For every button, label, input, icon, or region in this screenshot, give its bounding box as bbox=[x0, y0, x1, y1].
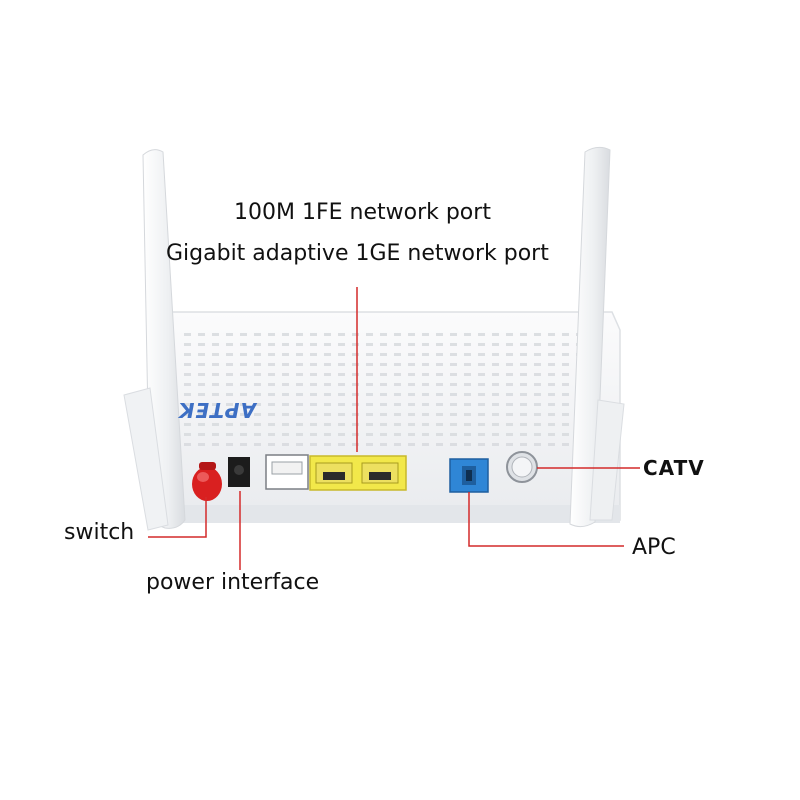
brand-logo: APTEK bbox=[178, 398, 256, 422]
catv-connector bbox=[506, 451, 538, 483]
switch-label: switch bbox=[64, 520, 135, 545]
catv-label: CATV bbox=[643, 456, 705, 480]
apc-port bbox=[449, 458, 489, 493]
power-interface-label: power interface bbox=[146, 570, 320, 595]
pointer-lines bbox=[148, 287, 640, 570]
power-jack bbox=[228, 457, 250, 487]
apc-label: APC bbox=[632, 535, 676, 560]
switch-pointer bbox=[148, 497, 207, 538]
apc-pointer bbox=[468, 492, 624, 547]
ethernet-port-group bbox=[309, 455, 407, 491]
fe-port-label: 100M 1FE network port bbox=[234, 200, 491, 225]
ge-port-label: Gigabit adaptive 1GE network port bbox=[166, 241, 549, 266]
power-switch-button bbox=[192, 462, 222, 501]
white-port bbox=[265, 454, 309, 490]
left-antenna bbox=[123, 149, 186, 531]
right-antenna bbox=[569, 146, 625, 528]
